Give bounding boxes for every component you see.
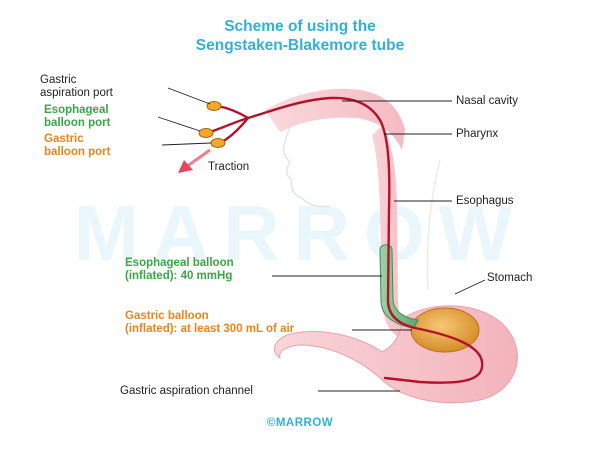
label-esophageal-balloon-1: Esophageal balloon: [125, 257, 234, 269]
leader-gastric-port: [161, 142, 212, 146]
diagram-title-line1: Scheme of using the: [224, 18, 376, 35]
label-gastric-aspiration-port-1: Gastric: [40, 74, 77, 86]
label-esophageal-balloon-port-1: Esophageal: [44, 104, 109, 116]
tube-branch-aspiration: [217, 104, 249, 120]
neck-back-outline: [426, 159, 441, 291]
footer-copyright: ©MARROW: [266, 417, 334, 429]
watermark: MARROW: [73, 189, 527, 277]
gastric-balloon-port: [210, 138, 226, 148]
label-stomach: Stomach: [487, 272, 533, 284]
gastric-aspiration-port: [206, 101, 222, 111]
traction-arrowhead: [178, 160, 193, 173]
leader-esophageal-port: [157, 116, 201, 132]
label-esophageal-balloon-2: (inflated): 40 mmHg: [125, 270, 233, 282]
nasal-cavity-shape: [265, 88, 405, 150]
tube: [246, 96, 484, 384]
label-gastric-aspiration-channel: Gastric aspiration channel: [120, 385, 253, 397]
label-gastric-balloon-2: (inflated): at least 300 mL of air: [125, 323, 295, 335]
leader-aspiration-port: [167, 87, 211, 105]
label-nasal-cavity: Nasal cavity: [456, 95, 518, 107]
head-profile-outline: [282, 92, 331, 208]
label-traction: Traction: [208, 161, 250, 173]
label-gastric-balloon-port-1: Gastric: [44, 133, 84, 145]
diagram-title-line2: Sengstaken-Blakemore tube: [195, 37, 405, 54]
label-gastric-aspiration-port-2: aspiration port: [40, 87, 113, 99]
esophageal-balloon-port: [198, 128, 214, 138]
leader-stomach: [454, 279, 486, 295]
label-esophageal-balloon-port-2: balloon port: [44, 117, 111, 129]
label-gastric-balloon-port-2: balloon port: [44, 146, 111, 158]
label-gastric-balloon-1: Gastric balloon: [125, 310, 209, 322]
label-pharynx: Pharynx: [456, 128, 499, 140]
tube-branch-esophageal: [209, 116, 249, 134]
label-esophagus: Esophagus: [456, 195, 514, 207]
traction-arrow: [185, 148, 211, 169]
